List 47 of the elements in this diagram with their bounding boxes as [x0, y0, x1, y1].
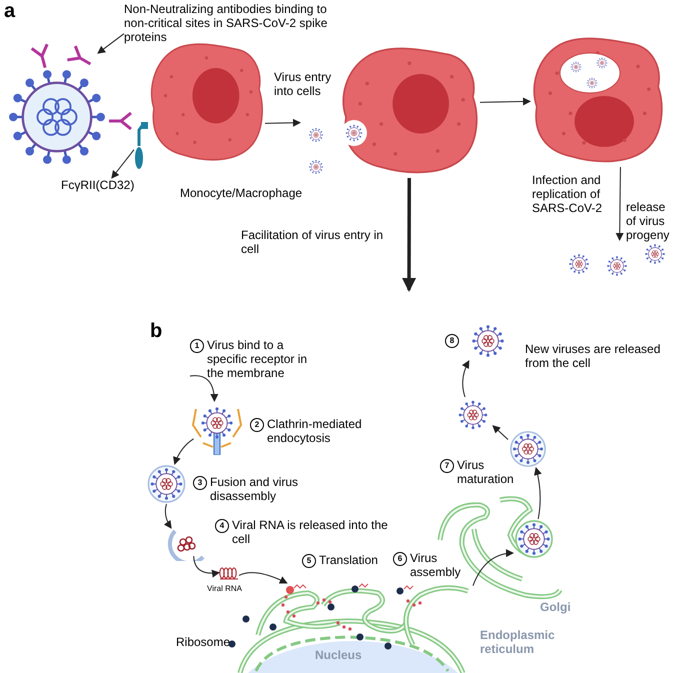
step-label: Viral RNA is released into the cell	[232, 518, 389, 546]
part-label: Ribosome	[176, 635, 232, 649]
step-number: 5	[302, 554, 316, 568]
part-label: Nucleus	[315, 648, 363, 662]
part-label: Golgi	[540, 600, 572, 614]
arrow	[534, 467, 542, 520]
arrow	[173, 438, 194, 465]
virus-drawing	[146, 464, 187, 504]
arrow	[462, 360, 470, 398]
arrow	[480, 98, 531, 106]
thick-arrow	[402, 178, 416, 292]
step-number: 7	[440, 459, 454, 473]
panel-letter: b	[150, 320, 164, 342]
step-label: Virus maturation	[457, 458, 515, 486]
part-label: Endoplasmic reticulum	[480, 628, 556, 656]
step-label: Fusion and virus disassembly	[210, 475, 300, 503]
step-number: 8	[445, 334, 459, 348]
rna-coil-drawing	[219, 567, 239, 581]
step-label: Virus bind to a specific receptor in the membrane	[207, 338, 308, 380]
step-label: Virus assembly	[410, 551, 462, 579]
step-number: 1	[190, 339, 204, 353]
arrow	[616, 166, 624, 241]
arrow	[164, 504, 172, 529]
caption-text: Monocyte/Macrophage	[180, 186, 304, 200]
panel-letter: a	[4, 0, 16, 22]
step-number: 2	[250, 418, 264, 432]
step-number: 6	[393, 552, 407, 566]
virus-drawing	[513, 519, 555, 559]
step-number: 3	[193, 476, 207, 490]
caption-text: New viruses are released from the cell	[525, 342, 662, 370]
annotation-text: Non-Neutralizing antibodies binding to non-critical sites in SARS-CoV-2 spike proteins	[124, 2, 329, 44]
step-label: Clathrin-mediated endocytosis	[267, 417, 363, 445]
step-number: 4	[215, 519, 229, 533]
arrow	[193, 556, 220, 578]
arrow	[190, 375, 218, 402]
step-label: Translation	[319, 553, 378, 567]
arrow	[492, 425, 508, 440]
viral-rna-drawing	[165, 528, 206, 561]
arrow	[472, 549, 514, 586]
annotation-text: FcγRII(CD32)	[61, 178, 143, 192]
arrow	[238, 572, 288, 584]
virus-drawing	[508, 430, 548, 468]
arrow	[264, 118, 301, 127]
arrow	[111, 149, 134, 179]
arrow	[97, 33, 124, 54]
caption-text: Viral RNA	[207, 584, 243, 594]
caption-text: Infection and replication of SARS-CoV-2	[532, 173, 604, 215]
